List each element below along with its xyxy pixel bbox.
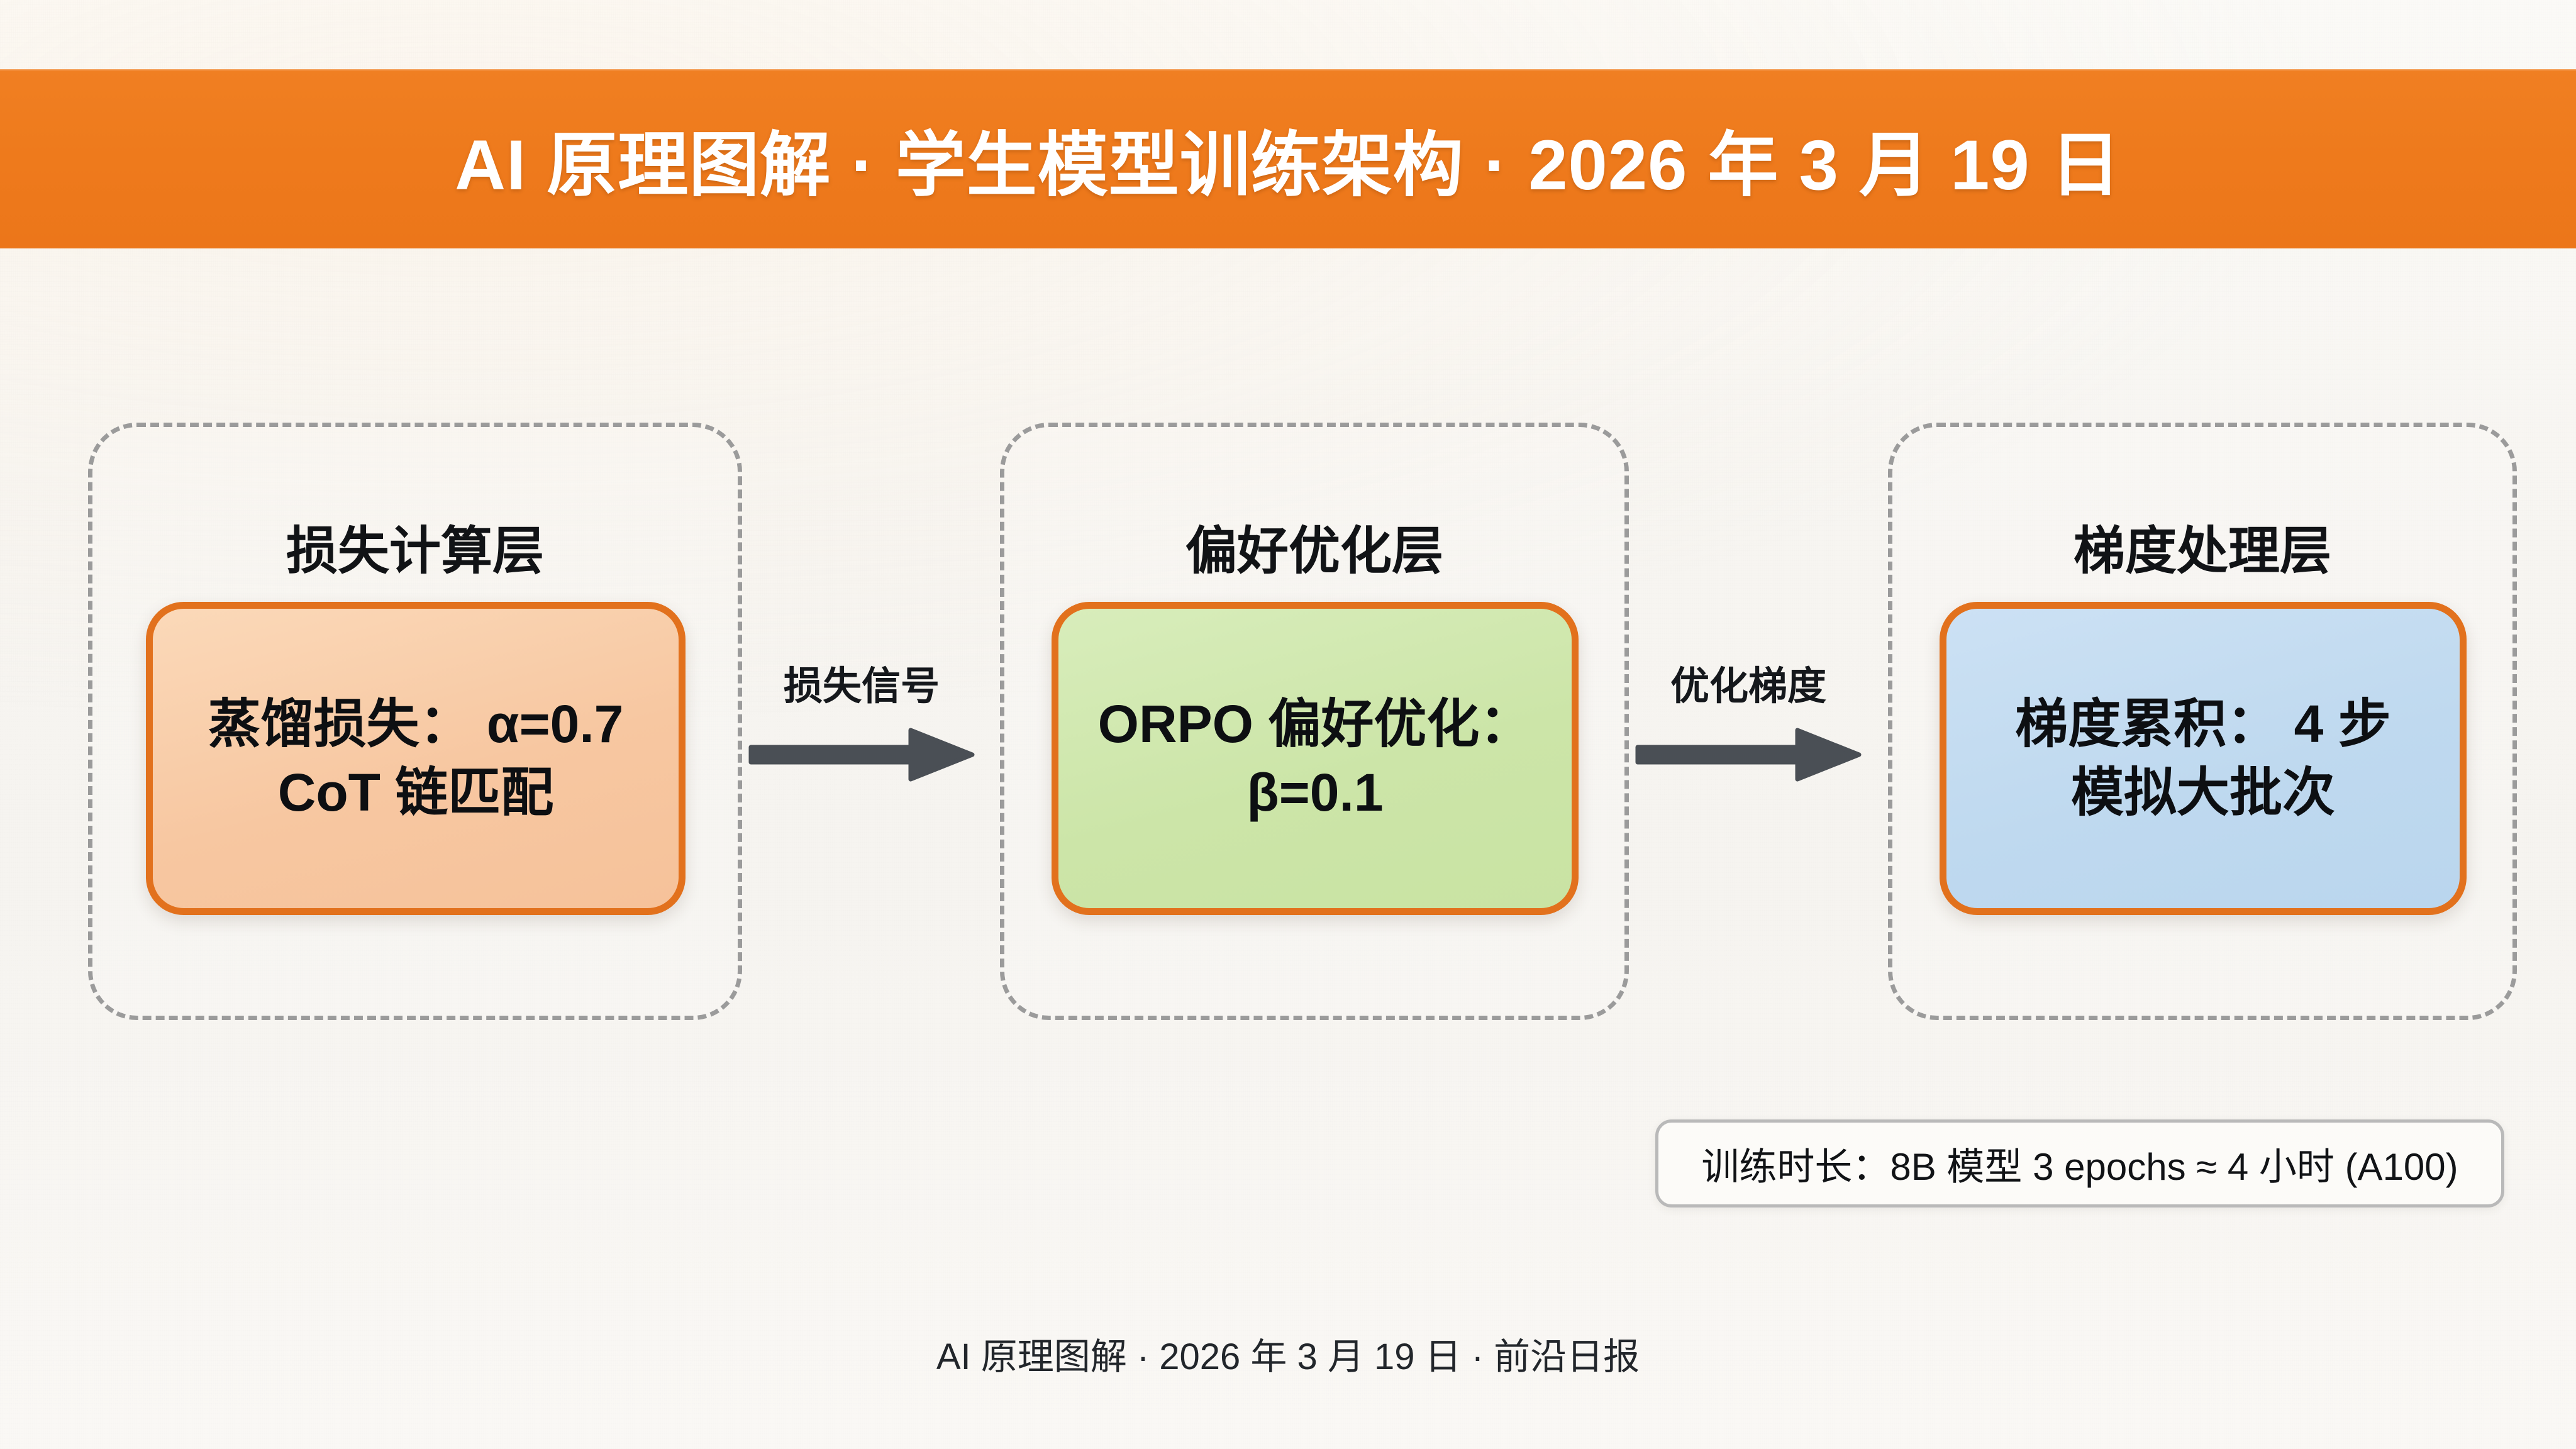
node-orpo-line-2: β=0.1	[1246, 763, 1384, 822]
page-title: AI 原理图解 · 学生模型训练架构 · 2026 年 3 月 19 日	[455, 125, 2121, 204]
node-grad-accum[interactable]: 梯度累积： 4 步 模拟大批次	[1940, 602, 2467, 915]
training-duration-note: 训练时长：8B 模型 3 epochs ≈ 4 小时 (A100)	[1655, 1119, 2504, 1208]
arrow-opt-gradient-label: 优化梯度	[1670, 665, 1826, 708]
arrow-loss-signal: 损失信号	[748, 654, 975, 792]
arrow-loss-signal-shaft-icon	[748, 728, 975, 782]
node-orpo-line-1: ORPO 偏好优化：	[1097, 694, 1533, 753]
group-title-loss-layer: 损失计算层	[286, 523, 544, 580]
node-distill-loss[interactable]: 蒸馏损失： α=0.7 CoT 链匹配	[146, 602, 686, 915]
arrow-opt-gradient: 优化梯度	[1635, 654, 1862, 792]
arrow-loss-signal-label: 损失信号	[783, 665, 940, 708]
group-title-preference-layer: 偏好优化层	[1185, 523, 1443, 580]
node-orpo[interactable]: ORPO 偏好优化： β=0.1	[1052, 602, 1579, 915]
node-grad-accum-line-2: 模拟大批次	[2070, 763, 2335, 822]
header-banner: AI 原理图解 · 学生模型训练架构 · 2026 年 3 月 19 日	[0, 69, 2576, 248]
node-distill-loss-line-2: CoT 链匹配	[277, 763, 554, 822]
node-grad-accum-line-1: 梯度累积： 4 步	[2015, 694, 2391, 753]
group-title-gradient-layer: 梯度处理层	[2073, 523, 2331, 580]
footer-caption: AI 原理图解 · 2026 年 3 月 19 日 · 前沿日报	[936, 1336, 1640, 1377]
arrow-opt-gradient-shaft-icon	[1635, 728, 1862, 782]
training-duration-note-text: 训练时长：8B 模型 3 epochs ≈ 4 小时 (A100)	[1701, 1145, 2458, 1188]
node-distill-loss-line-1: 蒸馏损失： α=0.7	[208, 694, 624, 753]
